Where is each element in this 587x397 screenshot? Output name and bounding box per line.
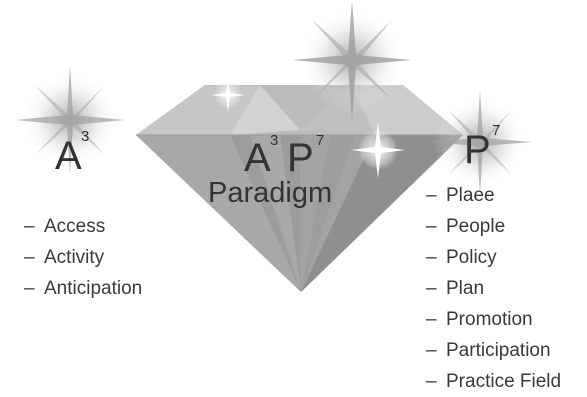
bullet-dash: – [24, 247, 35, 268]
list-item-label: Plaee [446, 185, 495, 206]
list-item: –Anticipation [24, 273, 142, 304]
center-subtitle: Paradigm [208, 177, 333, 209]
center-title-p-exponent: 7 [316, 132, 325, 149]
center-title-a-exponent: 3 [270, 132, 279, 149]
list-item-label: Practice Field [446, 371, 562, 392]
list-item-label: Participation [446, 340, 551, 361]
list-item-label: Promotion [446, 309, 533, 330]
bullet-dash: – [426, 278, 437, 299]
bullet-dash: – [426, 340, 437, 361]
list-item-label: Plan [446, 278, 485, 299]
bullet-dash: – [426, 247, 437, 268]
left-heading: A [55, 134, 82, 178]
list-item: –Plan [426, 273, 561, 304]
sparkle-icon [292, 0, 412, 122]
list-item-label: People [446, 216, 506, 237]
list-item: –Participation [426, 335, 561, 366]
list-item: –Activity [24, 242, 142, 273]
center-title-p: P [287, 136, 314, 180]
bullet-dash: – [426, 371, 437, 392]
bullet-dash: – [426, 185, 437, 206]
bullet-dash: – [24, 278, 35, 299]
list-item-label: Activity [44, 247, 105, 268]
list-item: –Promotion [426, 304, 561, 335]
list-item: –People [426, 211, 561, 242]
sparkle-icon [15, 65, 125, 175]
left-heading-exponent: 3 [81, 128, 90, 145]
sparkle-icon [211, 78, 245, 112]
right-list: –Plaee –People –Policy –Plan –Promotion … [426, 180, 561, 397]
list-item: –Policy [426, 242, 561, 273]
sparkle-icon [351, 122, 405, 178]
bullet-dash: – [426, 309, 437, 330]
list-item: –Practice Field [426, 366, 561, 397]
list-item: –Access [24, 211, 142, 242]
center-title-a: A [244, 136, 271, 180]
list-item-label: Policy [446, 247, 497, 268]
sparkle-icon [428, 90, 532, 195]
list-item-label: Access [44, 216, 106, 237]
bullet-dash: – [426, 216, 437, 237]
list-item: –Plaee [426, 180, 561, 211]
list-item-label: Anticipation [44, 278, 143, 299]
left-list: –Access –Activity –Anticipation [24, 211, 142, 304]
right-heading-exponent: 7 [492, 122, 501, 139]
right-heading: P [464, 128, 491, 172]
bullet-dash: – [24, 216, 35, 237]
